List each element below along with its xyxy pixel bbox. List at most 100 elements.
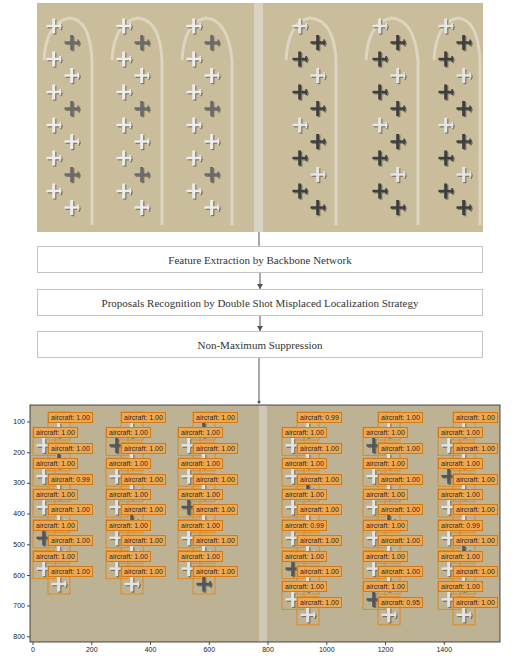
aircraft-shape <box>291 530 294 545</box>
detection-label: aircraft: 1.00 <box>106 551 151 562</box>
tick-mark <box>27 452 30 453</box>
aircraft-shape <box>403 139 405 145</box>
aircraft-shape <box>57 577 60 592</box>
tick-mark <box>444 642 445 645</box>
tick-mark <box>27 544 30 545</box>
aircraft-shape <box>192 52 195 67</box>
aircraft-shape <box>385 188 387 194</box>
detection-label: aircraft: 1.00 <box>106 427 151 438</box>
detection-label: aircraft: 1.00 <box>297 597 342 608</box>
process-box: Non-Maximum Suppression <box>37 331 483 358</box>
aircraft-shape <box>210 68 213 83</box>
aircraft-shape <box>210 101 213 116</box>
aircraft-shape <box>217 205 219 211</box>
detection-label: aircraft: 1.00 <box>121 504 166 515</box>
aircraft-shape <box>59 188 61 194</box>
aircraft-shape <box>70 200 73 215</box>
aircraft-shape <box>199 188 201 194</box>
aircraft-shape <box>291 561 294 576</box>
detection-label: aircraft: 1.00 <box>48 504 93 515</box>
aircraft-shape <box>305 23 307 29</box>
aircraft-shape <box>378 151 381 166</box>
aircraft-shape <box>403 40 405 46</box>
aircraft-shape <box>462 200 465 215</box>
detection-label: aircraft: 1.00 <box>453 566 498 577</box>
aircraft-shape <box>306 607 309 622</box>
aircraft-shape <box>469 139 471 145</box>
aircraft-shape <box>447 592 450 607</box>
tick-mark <box>91 642 92 645</box>
aircraft-shape <box>59 122 61 128</box>
aircraft-shape <box>217 172 219 178</box>
detection-image <box>30 405 500 642</box>
aircraft-shape <box>52 184 55 199</box>
aircraft-shape <box>140 101 143 116</box>
aircraft-shape <box>147 40 149 46</box>
aircraft-shape <box>70 68 73 83</box>
aircraft-shape <box>394 612 396 618</box>
aircraft-shape <box>291 469 294 484</box>
aircraft-shape <box>59 89 61 95</box>
aircraft-shape <box>59 56 61 62</box>
aircraft-shape <box>129 56 131 62</box>
aircraft-shape <box>199 89 201 95</box>
detection-label: aircraft: 1.00 <box>178 427 223 438</box>
aircraft-shape <box>444 184 447 199</box>
detection-label: aircraft: 1.00 <box>48 443 93 454</box>
axis-tick-label: 1200 <box>378 646 394 654</box>
aircraft-shape <box>129 122 131 128</box>
aircraft-shape <box>444 85 447 100</box>
aircraft-shape <box>192 118 195 133</box>
aircraft-shape <box>396 101 399 116</box>
detection-label: aircraft: 1.00 <box>378 443 423 454</box>
aircraft-shape <box>115 438 118 453</box>
aircraft-shape <box>444 19 447 34</box>
axis-tick-label: 1000 <box>319 646 335 654</box>
process-box: Proposals Recognition by Double Shot Mis… <box>37 289 483 316</box>
detection-label: aircraft: 1.00 <box>48 412 93 423</box>
aircraft-shape <box>187 500 190 515</box>
detection-label: aircraft: 1.00 <box>453 504 498 515</box>
detection-label: aircraft: 1.00 <box>453 535 498 546</box>
aircraft-shape <box>42 469 45 484</box>
axis-tick-label: 600 <box>203 646 215 654</box>
aircraft-shape <box>372 530 375 545</box>
aircraft-shape <box>451 89 453 95</box>
tick-mark <box>268 642 269 645</box>
aircraft-shape <box>147 205 149 211</box>
aircraft-shape <box>298 85 301 100</box>
aircraft-shape <box>70 167 73 182</box>
aircraft-shape <box>77 73 79 79</box>
aircraft-shape <box>209 581 211 587</box>
detection-label: aircraft: 1.00 <box>438 458 483 469</box>
aircraft-shape <box>140 35 143 50</box>
aircraft-shape <box>387 607 390 622</box>
aircraft-shape <box>372 500 375 515</box>
aircraft-shape <box>122 52 125 67</box>
axis-tick-label: 1400 <box>436 646 452 654</box>
aircraft-shape <box>77 139 79 145</box>
road <box>259 405 267 642</box>
box-label: Non-Maximum Suppression <box>192 337 329 353</box>
aircraft-shape <box>129 155 131 161</box>
aircraft-shape <box>396 68 399 83</box>
aircraft-shape <box>115 530 118 545</box>
detection-label: aircraft: 1.00 <box>178 551 223 562</box>
aircraft-shape <box>140 68 143 83</box>
aircraft-shape <box>77 40 79 46</box>
axis-tick-label: 100 <box>13 418 25 426</box>
detection-label: aircraft: 0.99 <box>282 520 327 531</box>
axis-tick-label: 500 <box>13 541 25 549</box>
aircraft-shape <box>192 151 195 166</box>
aircraft-shape <box>210 134 213 149</box>
detection-label: aircraft: 1.00 <box>363 520 408 531</box>
aircraft-shape <box>115 561 118 576</box>
axis-tick-label: 300 <box>13 479 25 487</box>
aircraft-shape <box>192 184 195 199</box>
detection-label: aircraft: 1.00 <box>438 551 483 562</box>
aircraft-shape <box>59 23 61 29</box>
process-box: Feature Extraction by Backbone Network <box>37 246 483 273</box>
axis-tick-label: 400 <box>145 646 157 654</box>
detection-label: aircraft: 1.00 <box>363 581 408 592</box>
detection-label: aircraft: 1.00 <box>193 504 238 515</box>
